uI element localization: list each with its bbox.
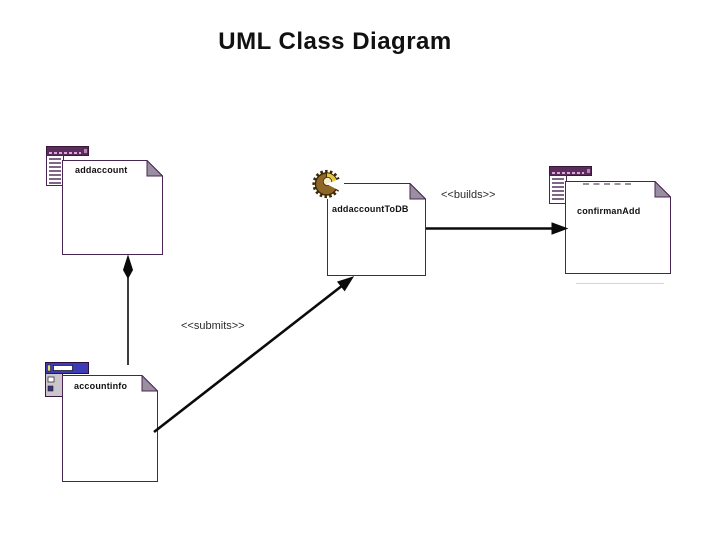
client-page-icon (549, 166, 593, 211)
node-addaccount[interactable]: addaccount (62, 160, 163, 255)
submits-label: <<submits>> (181, 320, 245, 332)
clipped-text-artifact (583, 183, 631, 185)
arrowhead-up (122, 254, 134, 280)
form-icon (45, 362, 90, 403)
node-label: addaccountToDB (332, 204, 409, 214)
faint-line-artifact (576, 283, 664, 284)
client-page-icon (46, 146, 90, 193)
connector-diagonal (153, 283, 344, 434)
node-label: accountinfo (74, 381, 128, 391)
node-label: addaccount (75, 165, 128, 175)
arrowhead-upright (336, 276, 355, 292)
builds-label: <<builds>> (441, 189, 496, 201)
node-addaccountToDB[interactable]: addaccountToDB (327, 183, 426, 276)
server-page-gear-icon (311, 168, 344, 206)
node-label: confirmanAdd (577, 206, 641, 216)
slide-title: UML Class Diagram (218, 28, 452, 55)
node-accountinfo[interactable]: accountinfo (62, 375, 158, 482)
node-confirmanAdd[interactable]: confirmanAdd (565, 181, 671, 274)
